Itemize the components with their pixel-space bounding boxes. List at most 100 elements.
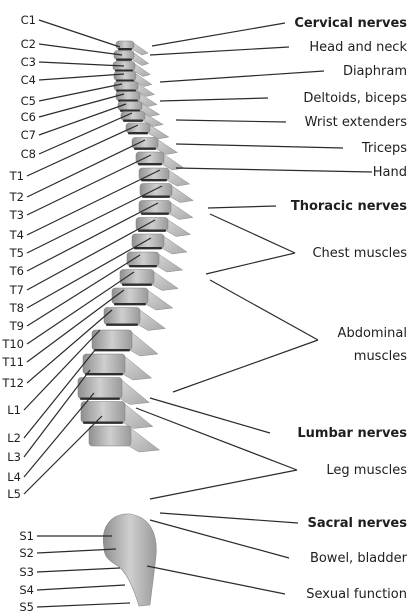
vertebra-label: T2 [9, 190, 24, 204]
vertebra-label: T8 [9, 301, 24, 315]
leader-line [176, 144, 343, 148]
intervertebral-disc [114, 303, 146, 305]
intervertebral-disc [83, 422, 123, 424]
leader-line [147, 566, 285, 594]
vertebra-label: C3 [21, 55, 36, 69]
leader-line [39, 44, 122, 55]
leader-line [39, 94, 124, 117]
intervertebral-disc [128, 132, 148, 134]
vertebra-body [81, 402, 125, 423]
chest-muscles-label: Chest muscles [312, 246, 407, 261]
vertebra-label: S2 [19, 546, 34, 560]
leader-line [37, 585, 125, 590]
leader-line [176, 168, 372, 172]
vertebra-label: T12 [1, 376, 24, 390]
sacral-nerves-heading: Sacral nerves [307, 516, 407, 531]
leader-line [39, 62, 124, 66]
vertebra-body [112, 288, 148, 304]
intervertebral-disc [123, 120, 143, 122]
leader-line [160, 71, 324, 82]
vertebra-body [114, 72, 136, 81]
intervertebral-disc [129, 265, 157, 267]
hand-label: Hand [373, 165, 407, 180]
leader-line [150, 520, 289, 558]
intervertebral-disc [142, 196, 170, 198]
deltoids-biceps-label: Deltoids, biceps [303, 91, 407, 106]
vertebra-label: C1 [21, 13, 36, 27]
wrist-extenders-label: Wrist extenders [305, 115, 408, 130]
diaphragm-label: Diaphram [343, 64, 407, 79]
leader-line [176, 120, 286, 122]
vertebra-label: T4 [9, 228, 24, 242]
vertebra-label: S1 [19, 529, 34, 543]
vertebra-body [104, 308, 140, 325]
vertebra-body [78, 378, 122, 399]
vertebra-label: C4 [21, 73, 36, 87]
leader-line [37, 603, 130, 607]
vertebra-body [116, 92, 140, 101]
vertebra-label: L2 [7, 431, 21, 445]
vertebra-label: L3 [7, 450, 21, 464]
leader-line [208, 206, 276, 208]
intervertebral-disc [116, 59, 132, 61]
sexual-function-label: Sexual function [306, 587, 407, 602]
leader-line [39, 20, 120, 47]
intervertebral-disc [134, 247, 162, 249]
vertebra-body [136, 218, 168, 231]
intervertebral-disc [122, 284, 152, 286]
spinous-process [136, 309, 165, 331]
triceps-label: Triceps [361, 141, 407, 156]
vertebra-label: T11 [1, 355, 24, 369]
leader-line [150, 398, 270, 433]
vertebra-label: S5 [19, 600, 34, 611]
leader-line [39, 113, 132, 154]
vertebra-label: S3 [19, 565, 34, 579]
spinous-process [121, 355, 152, 380]
function-labels: Cervical nerves Head and neck Diaphram D… [291, 16, 408, 602]
vertebra-label: C5 [21, 94, 36, 108]
intervertebral-disc [94, 349, 130, 351]
head-neck-label: Head and neck [309, 40, 407, 55]
spinous-process [118, 379, 149, 405]
vertebra-label: T10 [1, 337, 24, 351]
sacrum-coccyx [103, 514, 156, 606]
leader-line [152, 23, 285, 46]
vertebra-body [92, 330, 132, 350]
intervertebral-disc [85, 373, 123, 375]
leader-line [150, 470, 297, 499]
vertebra-body [116, 41, 134, 49]
vertebra-body [89, 426, 131, 446]
spinous-process [144, 289, 173, 310]
spinous-process [121, 403, 153, 429]
leader-line [173, 340, 318, 392]
leader-line [39, 104, 126, 135]
intervertebral-disc [118, 48, 132, 50]
intervertebral-disc [141, 179, 167, 181]
leader-line [160, 513, 298, 523]
leg-muscles-label: Leg muscles [326, 463, 407, 478]
leader-line [27, 125, 138, 176]
vertebra-body [136, 152, 164, 164]
intervertebral-disc [134, 148, 156, 150]
vertebra-label: C7 [21, 128, 36, 142]
vertebra-label: T3 [9, 208, 24, 222]
vertebra-labels: C1C2C3C4C5C6C7C8T1T2T3T4T5T6T7T8T9T10T11… [1, 13, 36, 611]
leader-line [210, 280, 318, 340]
vertebra-label: T1 [9, 169, 24, 183]
vertebra-body [127, 252, 159, 266]
leader-line [150, 47, 289, 55]
vertebra-label: S4 [19, 583, 34, 597]
vertebra-label: L4 [7, 470, 21, 484]
vertebra-body [132, 138, 158, 149]
intervertebral-disc [141, 213, 169, 215]
spinous-process [127, 427, 159, 452]
cervical-nerves-heading: Cervical nerves [294, 16, 407, 31]
vertebra-label: C6 [21, 110, 36, 124]
vertebra-body [114, 82, 138, 91]
leader-line [39, 74, 124, 80]
intervertebral-disc [138, 230, 166, 232]
vertebra-body [139, 201, 171, 214]
intervertebral-disc [138, 163, 162, 165]
leader-line [27, 155, 151, 215]
